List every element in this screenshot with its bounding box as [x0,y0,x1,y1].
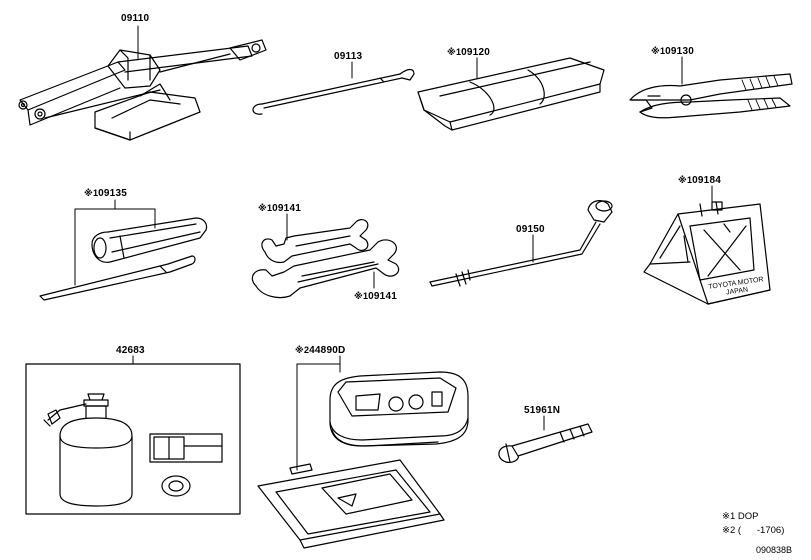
lug-wrench-illustration [429,200,613,287]
part-number: 44890D [309,345,346,356]
legend-text: DOP [737,511,759,522]
part-number: 42683 [116,345,145,356]
part-label-09184: ※109184 [678,174,721,187]
hook-bolt-illustration [498,423,593,463]
legend-note-2: ※2 ( -1706) [722,525,784,537]
leader-lines [74,25,713,471]
sealant-bottle-illustration [43,393,133,507]
part-label-44890D: ※244890D [295,344,345,357]
legend-text: ( -1706) [737,525,785,536]
legend-note-1: ※1 DOP [722,511,758,523]
part-label-09113: 09113 [334,50,362,63]
part-number: 09120 [461,47,490,58]
part-label-51961N: 51961N [524,404,560,417]
part-label-09110: 09110 [121,12,149,25]
part-number: 09141 [368,291,397,302]
part-label-09141-lower: ※109141 [354,290,397,303]
sticker-set-illustration [149,433,223,463]
part-label-42683: 42683 [116,344,145,357]
part-number: 51961N [524,405,561,416]
part-number: 09135 [98,188,127,199]
part-mark: ※1 [651,46,666,56]
valve-ring-illustration [161,475,191,497]
pliers-illustration [629,73,793,119]
manual-booklet-illustration [257,459,445,549]
wheel-chock-illustration [643,201,771,305]
part-number: 09130 [665,46,694,57]
legend-mark: ※1 [722,511,736,522]
part-mark: ※1 [258,203,273,213]
diagram-reference-code: 090838B [756,545,793,555]
jack-illustration [18,39,267,141]
part-label-09141-upper: ※109141 [258,202,301,215]
part-mark: ※1 [354,291,369,301]
part-mark: ※1 [447,47,462,57]
part-mark: ※2 [295,345,310,355]
part-number: 09141 [272,203,301,214]
legend-mark: ※2 [722,525,736,536]
part-number: 09150 [516,224,545,235]
pressure-monitor-illustration [329,371,469,447]
jack-handle-illustration [252,68,415,115]
tool-bag-illustration [417,57,605,131]
wrench-lower-illustration [251,239,400,299]
screwdriver-illustration [39,217,208,301]
part-mark: ※1 [84,188,99,198]
part-number: 09110 [121,13,150,24]
part-number: 09113 [334,51,363,62]
part-number: 09184 [692,175,721,186]
part-label-09150: 09150 [516,223,545,236]
part-mark: ※1 [678,175,693,185]
repair-kit-box [25,363,241,515]
part-label-09135: ※109135 [84,187,127,200]
wrench-upper-illustration [261,218,369,264]
part-label-09120: ※109120 [447,46,490,59]
part-label-09130: ※109130 [651,45,694,58]
